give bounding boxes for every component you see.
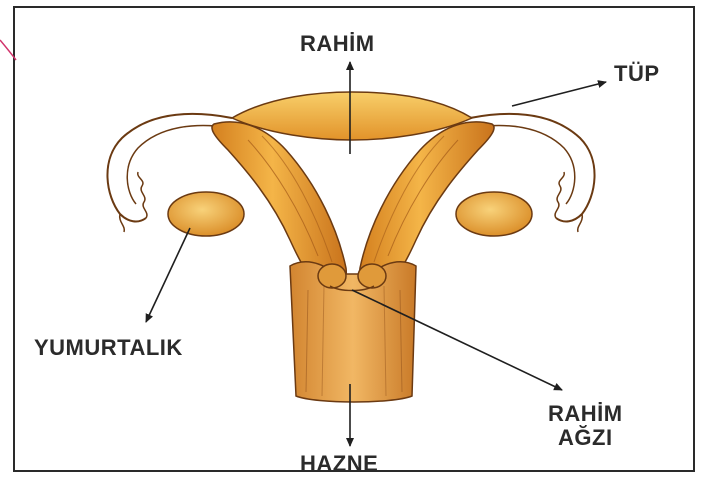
vaginal-canal <box>290 262 416 402</box>
accent-line <box>0 40 16 60</box>
arrow-tup <box>512 82 606 106</box>
arrow-yumurtalik <box>146 228 190 322</box>
label-rahim: RAHİM <box>300 32 375 56</box>
right-ovary <box>456 192 532 236</box>
label-rahim-agzi-line2: AĞZI <box>548 426 623 450</box>
label-rahim-agzi: RAHİM AĞZI <box>548 402 623 450</box>
left-ovary <box>168 192 244 236</box>
label-rahim-agzi-line1: RAHİM <box>548 402 623 426</box>
uterus-fundus <box>232 92 472 140</box>
label-hazne: HAZNE <box>300 452 378 476</box>
label-tup: TÜP <box>614 62 660 86</box>
label-yumurtalik: YUMURTALIK <box>34 336 183 360</box>
